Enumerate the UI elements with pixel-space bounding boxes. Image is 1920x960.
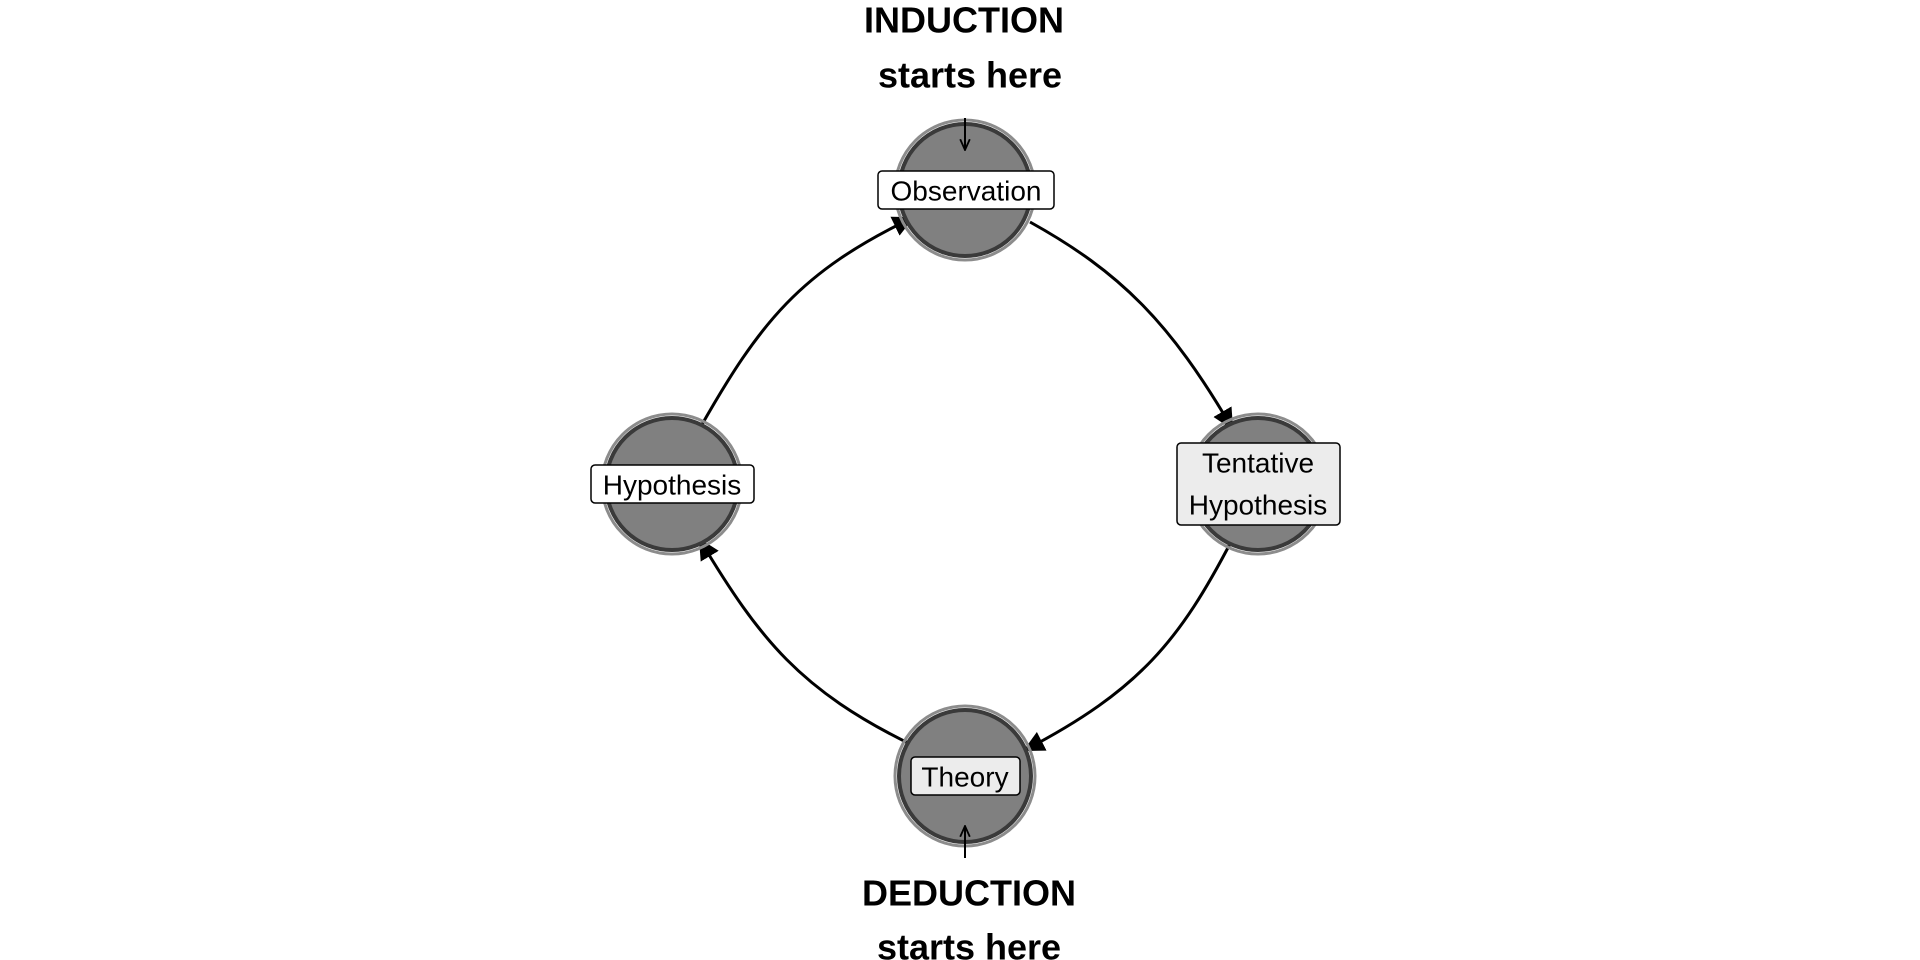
label-observation: Observation	[877, 170, 1055, 210]
induction-caption-line1: INDUCTION	[864, 0, 1064, 41]
observation-label: Observation	[891, 176, 1042, 207]
hypothesis-label: Hypothesis	[603, 470, 742, 501]
edge-tentative-to-theory	[1023, 539, 1234, 752]
edge-observation-to-tentative	[1029, 220, 1234, 430]
tentative-label-line1: Tentative	[1202, 448, 1314, 479]
edge-hypothesis-to-observation	[698, 216, 914, 429]
label-hypothesis: Hypothesis	[590, 464, 755, 504]
label-tentative-hypothesis: Tentative Hypothesis	[1176, 442, 1341, 526]
tentative-label-line2: Hypothesis	[1189, 490, 1328, 521]
deduction-caption-line2: starts here	[877, 927, 1061, 960]
edge-theory-to-hypothesis	[698, 538, 913, 747]
theory-label: Theory	[921, 762, 1008, 793]
label-theory: Theory	[910, 756, 1021, 796]
deduction-caption-line1: DEDUCTION	[862, 873, 1076, 914]
induction-caption-line2: starts here	[878, 55, 1062, 96]
